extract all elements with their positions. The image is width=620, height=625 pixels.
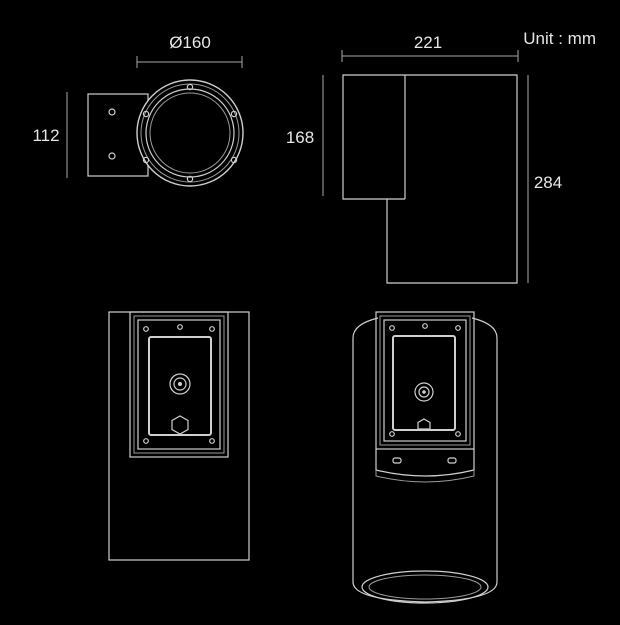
persp-cable-gland-center: [422, 390, 426, 394]
back-plate-screw: [209, 326, 215, 332]
persp-mount-plate: [383, 319, 467, 442]
persp-mount-frame: [375, 311, 475, 450]
back-mount-frame-inner: [133, 315, 225, 454]
top-outer-ring: [136, 79, 244, 187]
top-plate-screw-1: [108, 108, 116, 116]
top-ring-screws: [142, 83, 238, 183]
ring-screw: [186, 175, 194, 183]
back-plate-screw: [143, 438, 149, 444]
back-cable-gland-inner: [173, 377, 187, 391]
ring-screw: [230, 156, 238, 164]
back-plate-screw: [209, 438, 215, 444]
persp-plate-screw: [422, 323, 428, 329]
ring-screw: [142, 110, 150, 118]
persp-lens-inner: [368, 574, 482, 600]
back-mount-frame: [129, 311, 229, 458]
persp-cylinder-top-left: [352, 317, 379, 339]
back-plate-screw: [143, 326, 149, 332]
ring-screw: [230, 110, 238, 118]
top-height-label: 112: [32, 126, 59, 145]
persp-cable-gland-outer: [414, 382, 434, 402]
back-plate-screw: [177, 324, 183, 330]
unit-label: Unit : mm: [523, 29, 596, 48]
side-total-height-label: 284: [534, 173, 562, 192]
persp-plate-screw: [389, 325, 395, 331]
ring-screw: [186, 83, 194, 91]
back-cable-gland-center: [178, 382, 182, 386]
top-view: Ø160 112: [32, 33, 244, 187]
back-view: [108, 311, 250, 561]
back-cable-gland-outer: [169, 373, 191, 395]
side-view: 221 168 284: [286, 33, 562, 284]
ring-screw: [142, 156, 150, 164]
persp-cylinder-bottom: [352, 581, 498, 603]
persp-bracket-base: [375, 449, 475, 477]
side-upper-height-label: 168: [286, 128, 314, 147]
persp-cylinder-top-right: [471, 317, 498, 339]
persp-junction-box: [392, 335, 456, 431]
persp-cable-gland-inner: [418, 386, 430, 398]
side-body-outline: [342, 74, 518, 284]
persp-bracket-slot-left: [392, 457, 402, 464]
persp-lens-outer: [361, 570, 489, 604]
top-plate-screw-2: [108, 152, 116, 160]
persp-plate-screw: [455, 325, 461, 331]
perspective-view: [352, 311, 498, 604]
back-junction-box: [148, 336, 212, 436]
persp-bracket-base-edge: [375, 470, 475, 483]
top-inner-lens: [149, 92, 231, 174]
persp-hex-nut-icon: [417, 418, 431, 430]
persp-mount-frame-inner: [379, 315, 471, 446]
top-diameter-label: Ø160: [169, 33, 211, 52]
persp-plate-screw: [455, 431, 461, 437]
persp-plate-screw: [389, 431, 395, 437]
side-width-label: 221: [414, 33, 442, 52]
back-hex-nut-icon: [171, 415, 189, 435]
persp-bracket-slot-right: [447, 457, 457, 464]
back-mount-plate: [137, 319, 221, 450]
